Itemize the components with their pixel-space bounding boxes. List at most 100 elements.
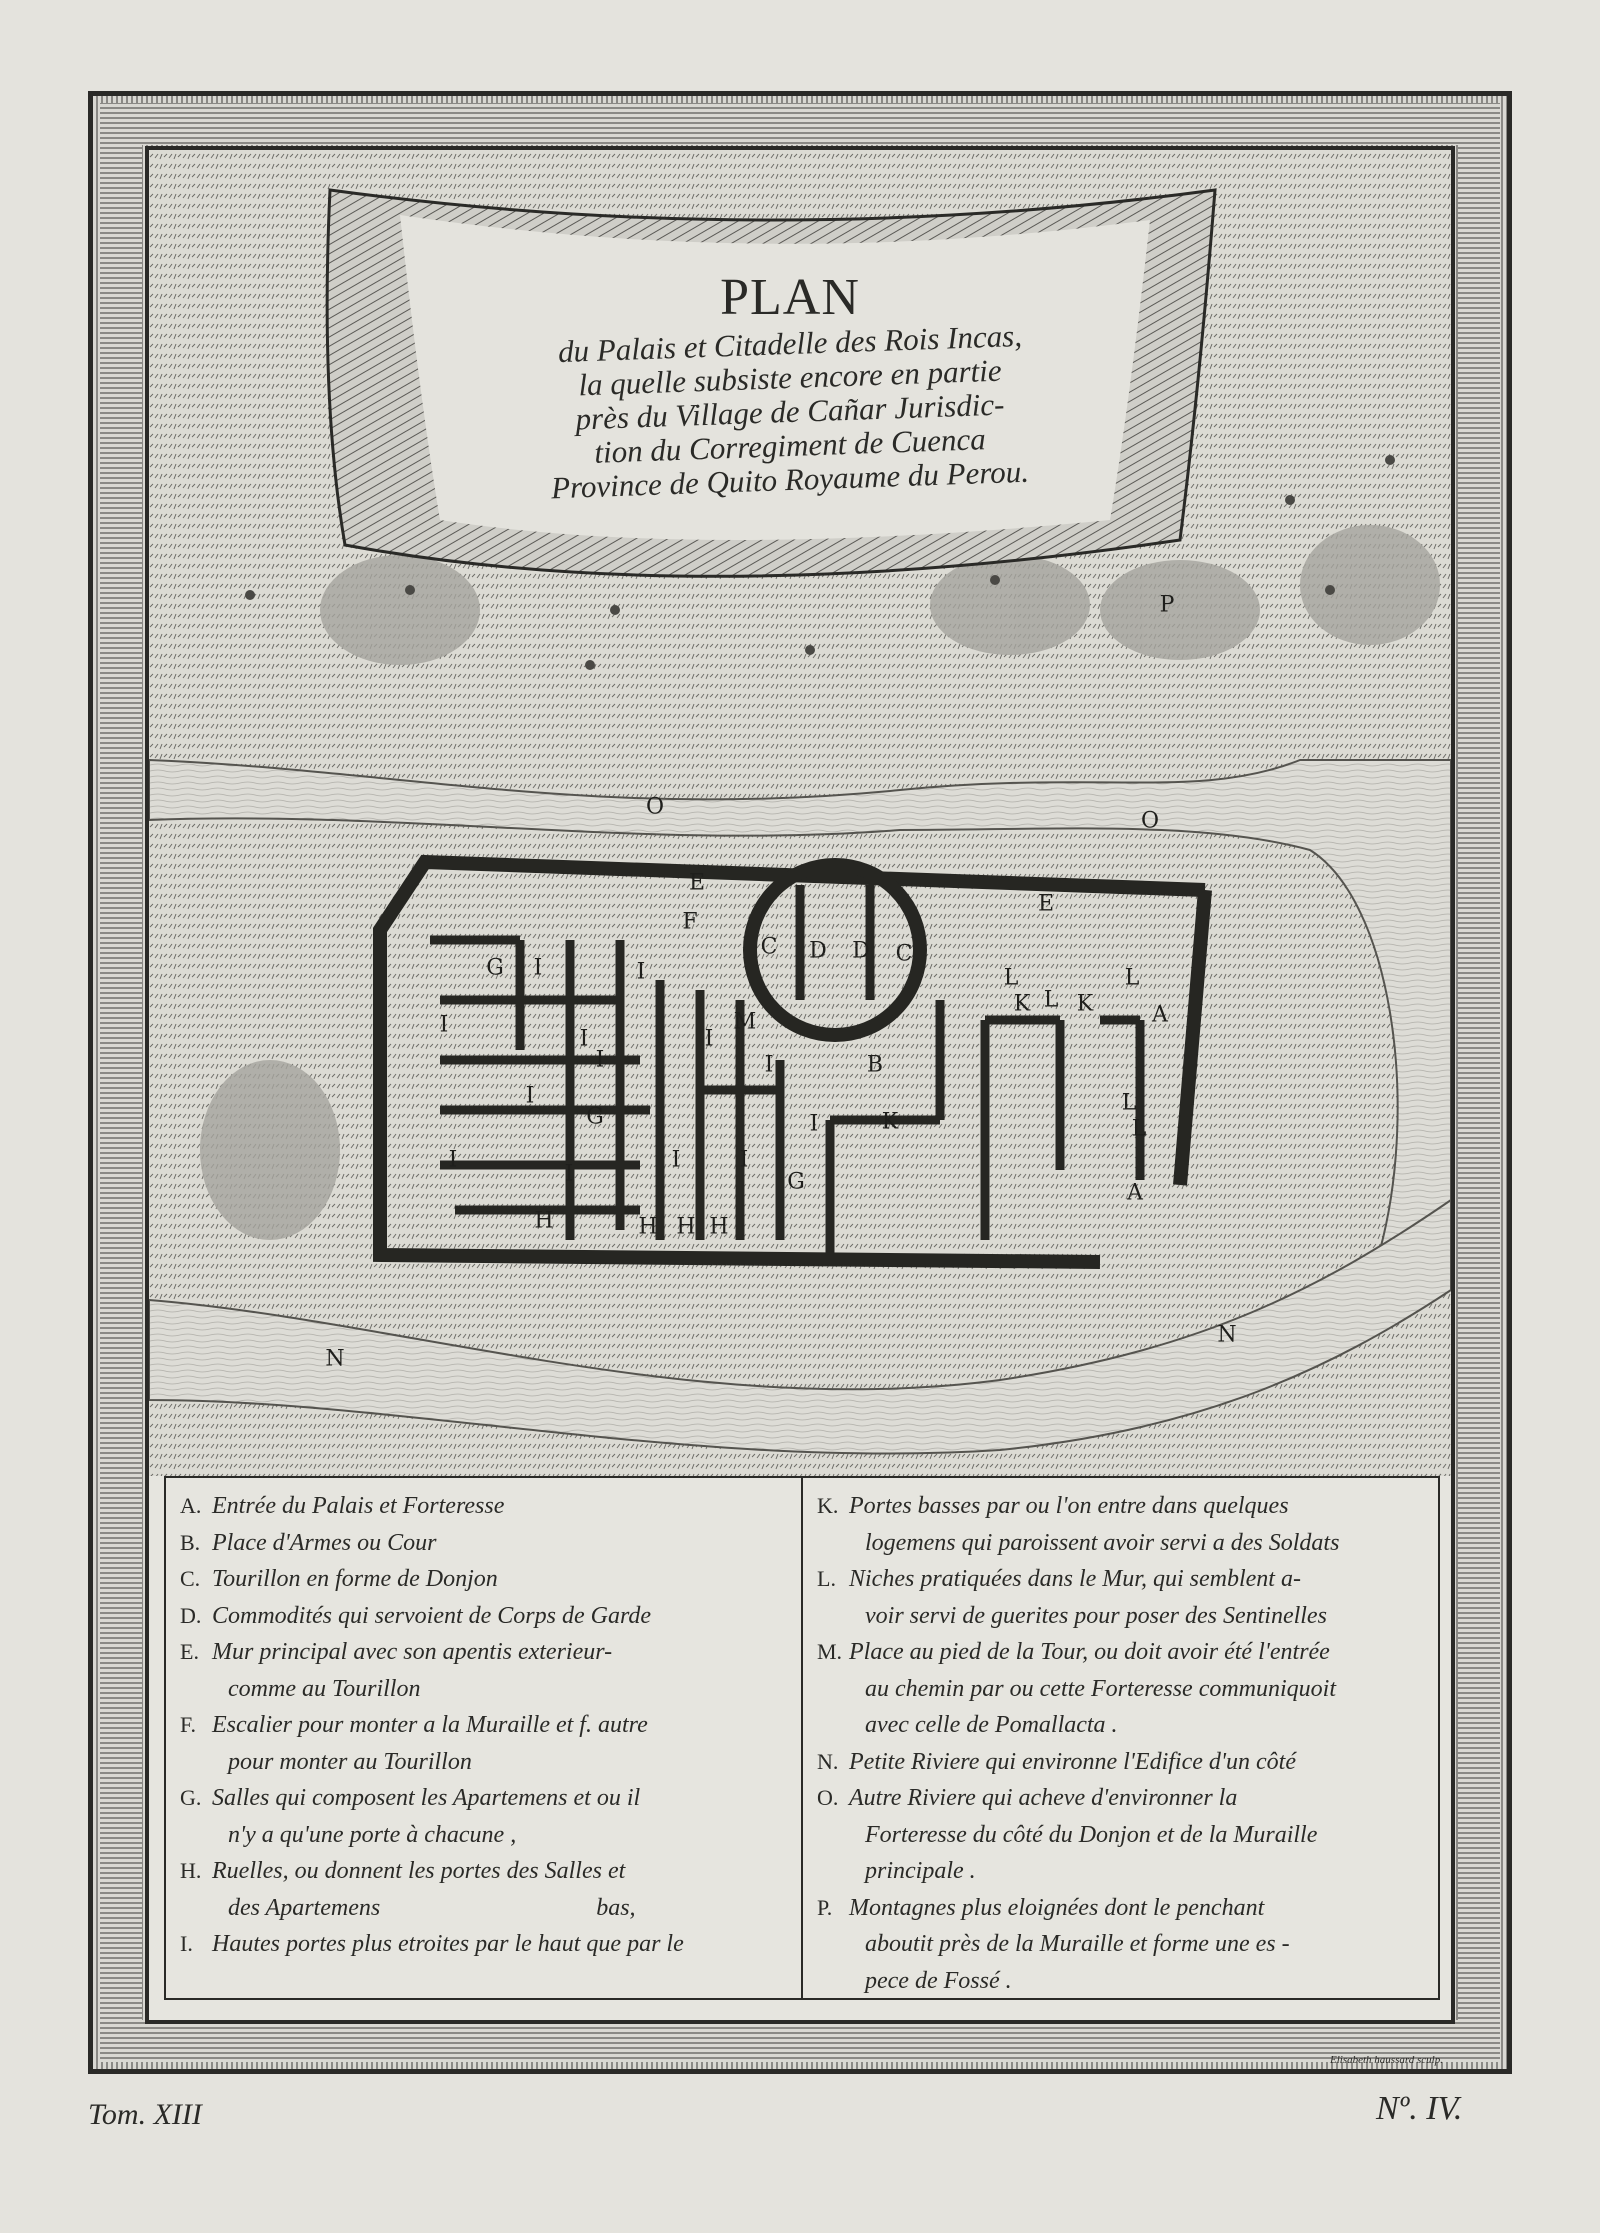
legend-text-continued: voir servi de guerites pour poser des Se… bbox=[865, 1602, 1327, 1629]
map-label: A bbox=[1152, 1002, 1168, 1028]
legend-item: A. Entrée du Palais et Forteresse bbox=[180, 1488, 793, 1525]
map-label: H bbox=[534, 1208, 554, 1234]
map-label: H bbox=[676, 1214, 696, 1240]
legend-text-continued: logemens qui paroissent avoir servi a de… bbox=[865, 1529, 1340, 1556]
legend-item: F. Escalier pour monter a la Muraille et … bbox=[180, 1707, 793, 1780]
map-label: I bbox=[595, 1047, 605, 1073]
legend-text-continued: Forteresse du côté du Donjon et de la Mu… bbox=[865, 1821, 1318, 1848]
legend-text: Ruelles, ou donnent les portes des Salle… bbox=[212, 1858, 626, 1884]
map-label: I bbox=[439, 1012, 449, 1038]
map-label: E bbox=[688, 870, 706, 896]
legend-text-continued: des Apartemens bas, bbox=[228, 1894, 636, 1921]
map-label: A bbox=[1127, 1180, 1143, 1206]
legend-item: I. Hautes portes plus etroites par le hau… bbox=[180, 1926, 793, 1963]
map-label: L bbox=[1043, 987, 1059, 1013]
map-label: L bbox=[1124, 965, 1140, 991]
legend-key: P. bbox=[817, 1894, 833, 1920]
legend-text: Autre Riviere qui acheve d'environner la bbox=[849, 1785, 1238, 1811]
map-label: O bbox=[645, 794, 665, 820]
legend-item: B. Place d'Armes ou Cour bbox=[180, 1525, 793, 1562]
map-label: I bbox=[564, 1161, 574, 1187]
fortress-plan-map bbox=[149, 150, 1451, 1476]
map-label: C bbox=[760, 934, 778, 960]
map-label: I bbox=[671, 1147, 681, 1173]
map-label: I bbox=[636, 959, 646, 985]
legend-key: O. bbox=[817, 1785, 839, 1810]
legend-item: D. Commodités qui servoient de Corps de G… bbox=[180, 1598, 793, 1635]
map-label: I bbox=[739, 1147, 749, 1173]
legend-text-continued: pece de Fossé . bbox=[865, 1967, 1012, 1994]
legend-text: Mur principal avec son apentis exterieur… bbox=[212, 1639, 613, 1665]
legend-key: D. bbox=[180, 1602, 202, 1628]
legend-key: E. bbox=[180, 1639, 199, 1664]
map-label: K bbox=[1013, 991, 1031, 1017]
legend-key: H. bbox=[180, 1858, 202, 1883]
map-label: L bbox=[1121, 1090, 1137, 1116]
legend-text-continued: n'y a qu'une porte à chacune , bbox=[228, 1821, 517, 1848]
legend-key: I. bbox=[180, 1931, 193, 1956]
legend-item: C.Tourillon en forme de Donjon bbox=[180, 1561, 793, 1598]
map-label: H bbox=[709, 1214, 729, 1240]
legend-text-continued: avec celle de Pomallacta . bbox=[865, 1712, 1118, 1738]
legend-item: K.Portes basses par ou l'on entre dans q… bbox=[817, 1488, 1430, 1561]
river-o bbox=[149, 758, 1451, 1251]
map-label: O bbox=[1140, 808, 1160, 834]
legend-key: A. bbox=[180, 1493, 202, 1518]
legend-key: G. bbox=[180, 1785, 202, 1810]
title-cartouche: PLAN du Palais et Citadelle des Rois Inc… bbox=[420, 268, 1160, 505]
legend-key: C. bbox=[180, 1566, 201, 1591]
legend-text: Entrée du Palais et Forteresse bbox=[212, 1493, 505, 1519]
map-label: K bbox=[881, 1109, 899, 1135]
legend-text: Hautes portes plus etroites par le haut … bbox=[212, 1931, 684, 1957]
trees bbox=[245, 455, 1395, 670]
legend-text: Commodités qui servoient de Corps de Gar… bbox=[212, 1602, 652, 1629]
map-label: C bbox=[895, 941, 913, 967]
legend-key: K. bbox=[817, 1493, 839, 1518]
legend-key: B. bbox=[180, 1529, 201, 1555]
banner-face bbox=[400, 215, 1150, 540]
map-label: I bbox=[579, 1026, 589, 1052]
legend-text: Petite Riviere qui environne l'Edifice d… bbox=[849, 1748, 1296, 1775]
map-label: B bbox=[866, 1052, 884, 1078]
map-label: G bbox=[586, 1104, 604, 1130]
map-label: I bbox=[525, 1083, 535, 1109]
map-label: D bbox=[809, 938, 827, 964]
legend-key: N. bbox=[817, 1748, 839, 1774]
legend-text-continued: pour monter au Tourillon bbox=[228, 1748, 472, 1775]
legend-key: M. bbox=[817, 1639, 843, 1664]
tome-label: Tom. XIII bbox=[88, 2098, 202, 2131]
legend-item: M.Place au pied de la Tour, ou doit avoi… bbox=[817, 1634, 1430, 1744]
map-label: I bbox=[809, 1111, 819, 1137]
map-label: I bbox=[764, 1052, 774, 1078]
map-label: N bbox=[325, 1346, 345, 1372]
legend-key: F. bbox=[180, 1712, 196, 1737]
legend-text-continued: aboutit près de la Muraille et forme une… bbox=[865, 1931, 1290, 1957]
legend-text-continued: comme au Tourillon bbox=[228, 1675, 421, 1702]
map-label: M bbox=[733, 1009, 757, 1035]
legend-text: Escalier pour monter a la Muraille et f.… bbox=[212, 1712, 648, 1738]
map-label: N bbox=[1217, 1322, 1237, 1348]
map-label: L bbox=[1131, 1116, 1147, 1142]
map-label: H bbox=[638, 1214, 658, 1240]
legend-text: Place d'Armes ou Cour bbox=[212, 1529, 437, 1556]
map-label: L bbox=[1003, 965, 1019, 991]
map-label: P bbox=[1159, 592, 1175, 618]
fortress-walls bbox=[373, 854, 1212, 1269]
river-n bbox=[149, 1198, 1451, 1455]
map-title: PLAN bbox=[720, 269, 860, 326]
plate-number: Nº. IV. bbox=[1376, 2090, 1463, 2127]
legend-text: Salles qui composent les Apartemens et o… bbox=[212, 1785, 641, 1811]
map-label: I bbox=[533, 955, 543, 981]
map-label: E bbox=[1037, 891, 1055, 917]
map-label: G bbox=[787, 1169, 805, 1195]
engraver-signature: Elisabeth haussard sculp. bbox=[1330, 2054, 1443, 2066]
map-label: K bbox=[1076, 991, 1094, 1017]
legend-text: Montagnes plus eloignées dont le penchan… bbox=[849, 1894, 1265, 1921]
legend-item: H. Ruelles, ou donnent les portes des Sal… bbox=[180, 1853, 793, 1926]
map-label: I bbox=[704, 1026, 714, 1052]
legend-text-continued: au chemin par ou cette Forteresse commun… bbox=[865, 1675, 1337, 1702]
legend-column-right: K.Portes basses par ou l'on entre dans q… bbox=[803, 1478, 1438, 1998]
legend-item: N. Petite Riviere qui environne l'Edifice… bbox=[817, 1744, 1430, 1781]
